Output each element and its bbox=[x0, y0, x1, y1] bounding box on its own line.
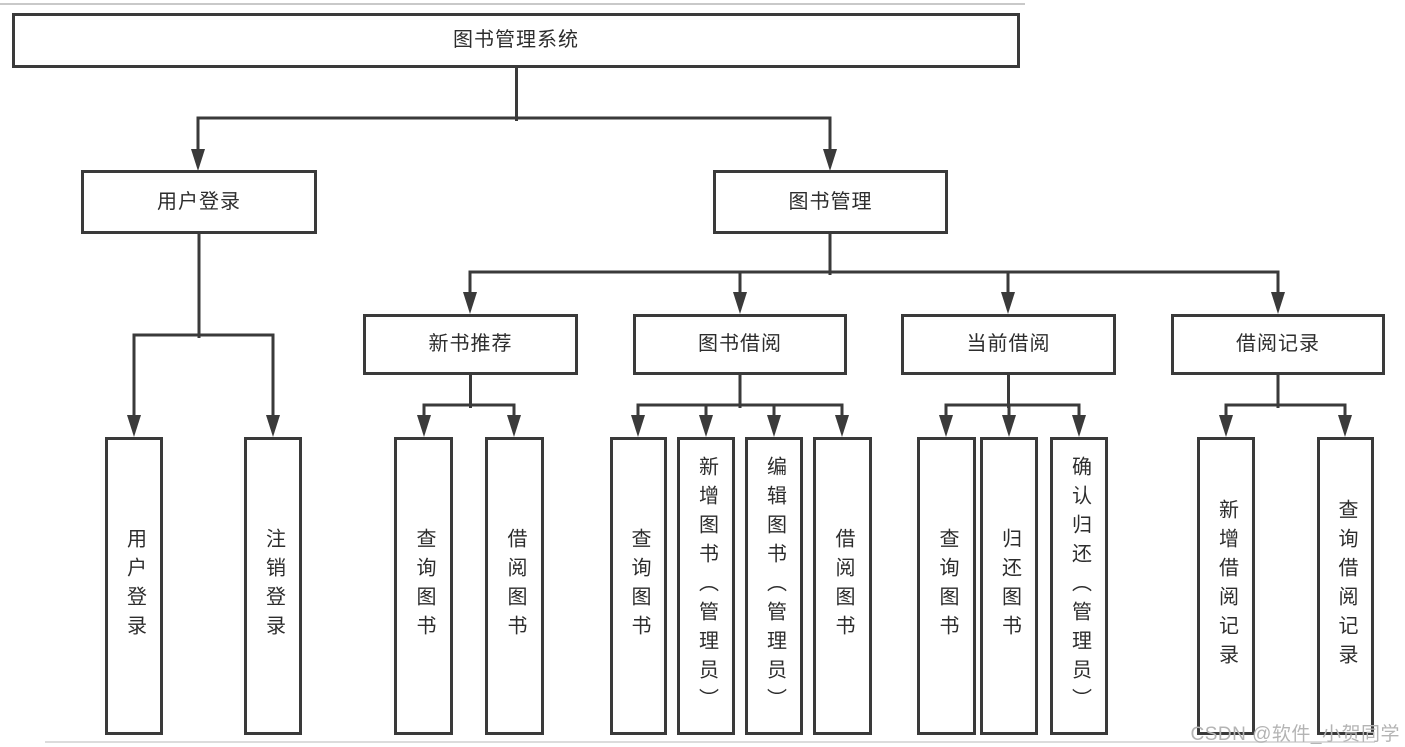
node-new-book-recommend: 新书推荐 bbox=[363, 314, 578, 375]
top-edge-line bbox=[0, 3, 1025, 5]
connector-current-borrowing-children bbox=[939, 373, 1086, 437]
leaf-user-login: 用户登录 bbox=[105, 437, 163, 735]
connector-user-login-children bbox=[127, 232, 280, 437]
leaf-add-books-admin: 新增图书（管理员） bbox=[677, 437, 735, 735]
connector-new-book-recommend-children bbox=[417, 373, 521, 437]
connector-borrowing-records-children bbox=[1219, 373, 1352, 437]
connector-book-borrowing-children bbox=[631, 373, 849, 437]
leaf-query-books-1: 查询图书 bbox=[394, 437, 453, 735]
node-current-borrowing: 当前借阅 bbox=[901, 314, 1116, 375]
csdn-watermark: CSDN @软件_小贺同学 bbox=[1190, 724, 1400, 745]
leaf-borrow-books-1: 借阅图书 bbox=[485, 437, 544, 735]
node-user-login: 用户登录 bbox=[81, 170, 317, 234]
leaf-query-books-2: 查询图书 bbox=[610, 437, 667, 735]
connector-book-management-children bbox=[463, 232, 1285, 314]
bottom-edge-line bbox=[45, 741, 1375, 743]
leaf-logout: 注销登录 bbox=[244, 437, 302, 735]
leaf-query-borrow-record: 查询借阅记录 bbox=[1317, 437, 1374, 735]
node-book-management: 图书管理 bbox=[713, 170, 948, 234]
leaf-query-books-3: 查询图书 bbox=[917, 437, 976, 735]
connector-root-to-level2 bbox=[191, 66, 837, 171]
leaf-edit-books-admin: 编辑图书（管理员） bbox=[745, 437, 803, 735]
node-root: 图书管理系统 bbox=[12, 13, 1020, 68]
leaf-add-borrow-record: 新增借阅记录 bbox=[1197, 437, 1255, 735]
leaf-confirm-return-admin: 确认归还（管理员） bbox=[1050, 437, 1108, 735]
leaf-return-books: 归还图书 bbox=[980, 437, 1038, 735]
node-borrowing-records: 借阅记录 bbox=[1171, 314, 1385, 375]
leaf-borrow-books-2: 借阅图书 bbox=[813, 437, 872, 735]
node-book-borrowing: 图书借阅 bbox=[633, 314, 847, 375]
